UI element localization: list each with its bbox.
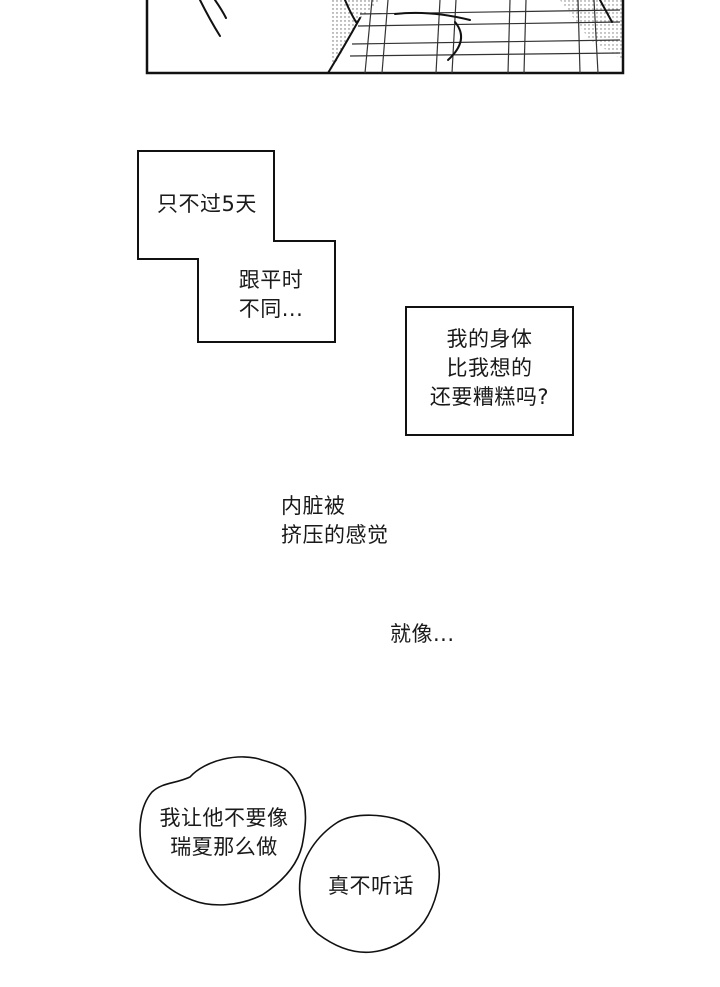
narration-block: 内脏被 挤压的感觉 — [281, 492, 389, 550]
caption-box-2-line-1: 跟平时 — [238, 268, 304, 292]
caption-box-1: 只不过5天 — [157, 190, 257, 219]
speech-bubble-1: 我让他不要像 瑞夏那么做 — [146, 804, 302, 862]
caption-box-3-line-2: 比我想的 — [446, 356, 533, 380]
caption-box-1-text: 只不过5天 — [157, 192, 257, 216]
speech-bubble-1-line-1: 我让他不要像 — [159, 806, 289, 830]
narration-line-1: 内脏被 — [281, 494, 346, 518]
speech-bubble-1-line-2: 瑞夏那么做 — [170, 835, 278, 859]
narration-line-2: 挤压的感觉 — [281, 523, 389, 547]
caption-box-3-line-3: 还要糟糕吗? — [429, 385, 550, 409]
narration-line-3: 就像... — [390, 622, 455, 646]
speech-bubble-2: 真不听话 — [312, 872, 430, 901]
caption-box-3: 我的身体 比我想的 还要糟糕吗? — [412, 325, 567, 412]
top-panel-illustration — [145, 0, 625, 75]
caption-box-3-line-1: 我的身体 — [446, 327, 533, 351]
caption-box-2-line-2: 不同... — [238, 297, 304, 321]
narration-ellipsis: 就像... — [390, 620, 455, 649]
speech-bubble-2-line-1: 真不听话 — [328, 874, 414, 898]
caption-box-2: 跟平时 不同... — [228, 266, 314, 324]
